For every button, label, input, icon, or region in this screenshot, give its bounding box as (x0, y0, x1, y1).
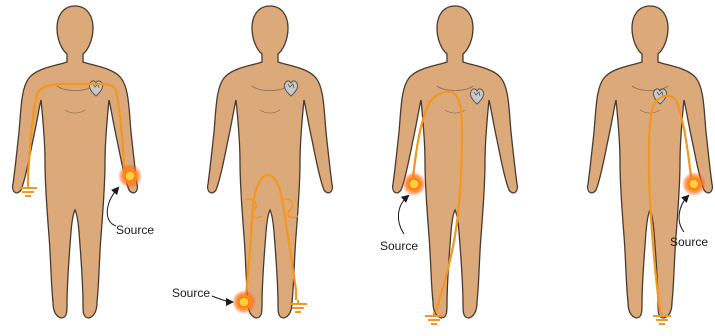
body-silhouette (13, 6, 138, 318)
current-source-icon (682, 172, 706, 196)
arrow-icon (212, 296, 232, 302)
source-label: Source (380, 239, 418, 253)
source-label: Source (172, 286, 210, 300)
current-source-icon (118, 164, 142, 188)
current-source-icon (402, 172, 426, 196)
current-source-icon (232, 290, 256, 314)
arrow-icon (107, 188, 118, 226)
arrow-icon (398, 196, 408, 234)
arrow-icon (679, 196, 688, 232)
body-silhouette (393, 6, 518, 318)
source-label: Source (116, 223, 154, 237)
figure-foot-to-foot: Source (172, 6, 332, 318)
figure-hand-to-hand: Source (13, 6, 155, 318)
source-label: Source (670, 235, 708, 249)
figure-hand-to-foot-right: Source (380, 6, 517, 324)
body-silhouette (208, 6, 333, 318)
figure-hand-to-foot-left: Source (588, 6, 713, 324)
body-silhouette (588, 6, 713, 318)
